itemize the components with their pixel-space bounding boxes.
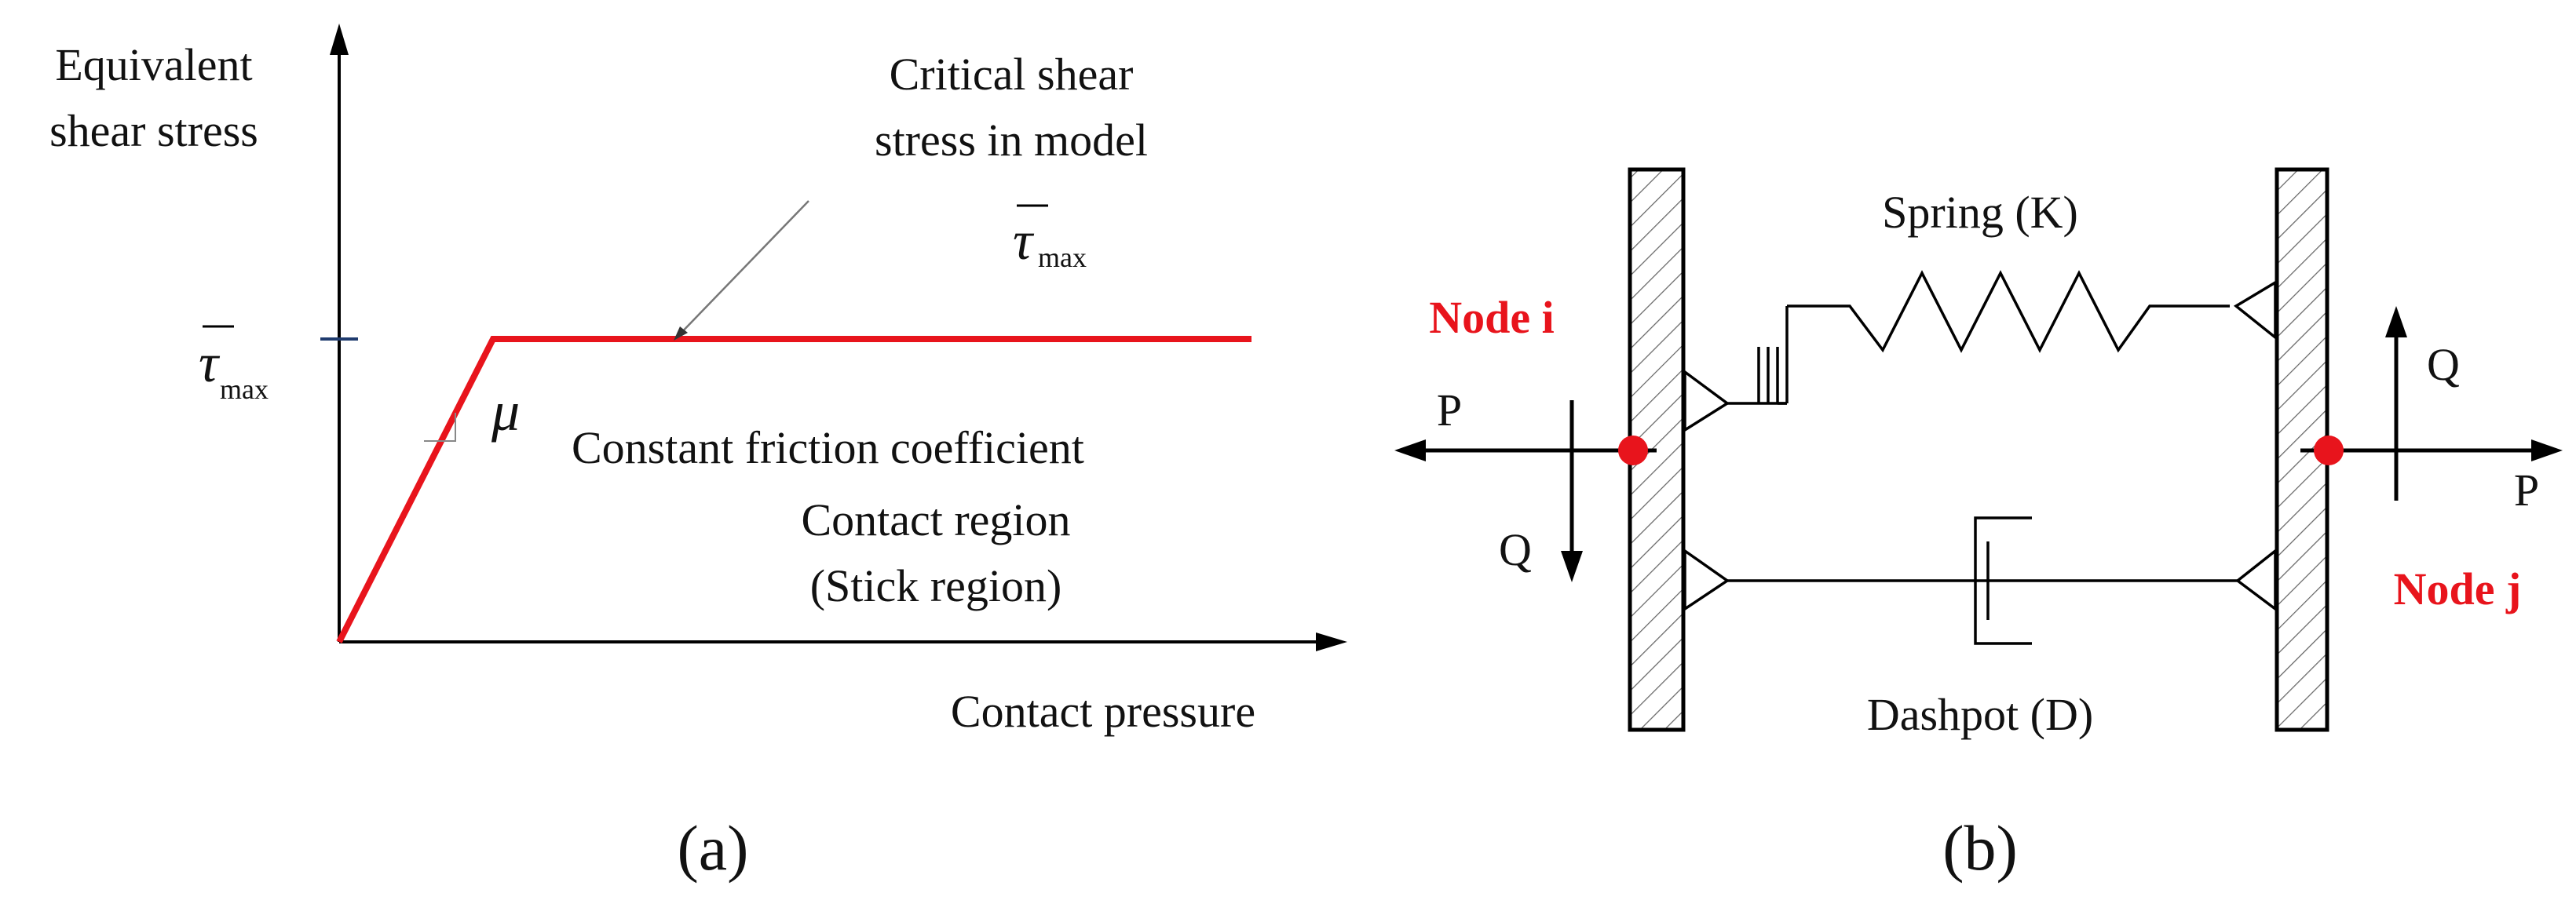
p-right-label: P [2514,465,2539,516]
spring-left-mount [1683,369,1730,433]
tau-symbol-2: τ [1013,211,1035,272]
critical-label-line2: stress in model [875,115,1148,166]
panel-a: Equivalent shear stress τ max Critical s… [49,24,1347,884]
q-right-label: Q [2427,339,2460,390]
spring-label: Spring (K) [1882,187,2078,238]
tau-subscript: max [220,374,269,405]
node-i-marker [1618,436,1648,465]
node-j-marker [2314,436,2344,465]
tau-max-axis-label: τ max [199,325,269,405]
force-q-down-arrowhead [1561,551,1583,582]
y-axis-arrowhead [330,24,349,55]
q-left-label: Q [1499,524,1532,575]
contact-label-line2: (Stick region) [810,560,1062,611]
node-i-label: Node i [1429,292,1555,343]
force-q-up-arrowhead [2385,306,2407,337]
node-j-label: Node j [2394,563,2522,614]
mu-symbol: μ [491,380,520,443]
spring-element [1683,270,2277,433]
slope-triangle [424,413,456,442]
friction-label: Constant friction coefficient [572,422,1084,473]
panel-b: Spring (K) Dashpot (D) Node i Node j P Q… [1394,167,2563,884]
force-p-left-arrowhead [1394,439,1426,461]
contact-label-line1: Contact region [801,494,1070,545]
spring-right-mount [2233,279,2277,341]
tau-symbol: τ [199,334,221,394]
caption-a: (a) [677,812,748,884]
dashpot-right-mount [2235,548,2277,612]
dashpot-label: Dashpot (D) [1867,689,2093,740]
caption-b: (b) [1942,812,2018,884]
tau-max-critical-label: τ max [1013,204,1087,273]
leader-arrowhead [674,326,688,341]
dashpot-element [1683,516,2277,645]
dashpot-cylinder [1974,516,2032,645]
critical-leader-line [674,200,809,340]
y-axis-label-line1: Equivalent [55,39,252,90]
x-axis-arrowhead [1316,632,1347,651]
tau-subscript-2: max [1038,242,1087,273]
dashpot-left-mount [1683,548,1730,612]
y-axis-label-line2: shear stress [49,105,258,156]
p-left-label: P [1437,385,1462,436]
friction-curve [336,336,1251,643]
force-p-right-arrowhead [2531,439,2563,461]
x-axis-label: Contact pressure [951,686,1255,737]
critical-label-line1: Critical shear [890,49,1134,100]
spring-zigzag [1787,270,2230,353]
